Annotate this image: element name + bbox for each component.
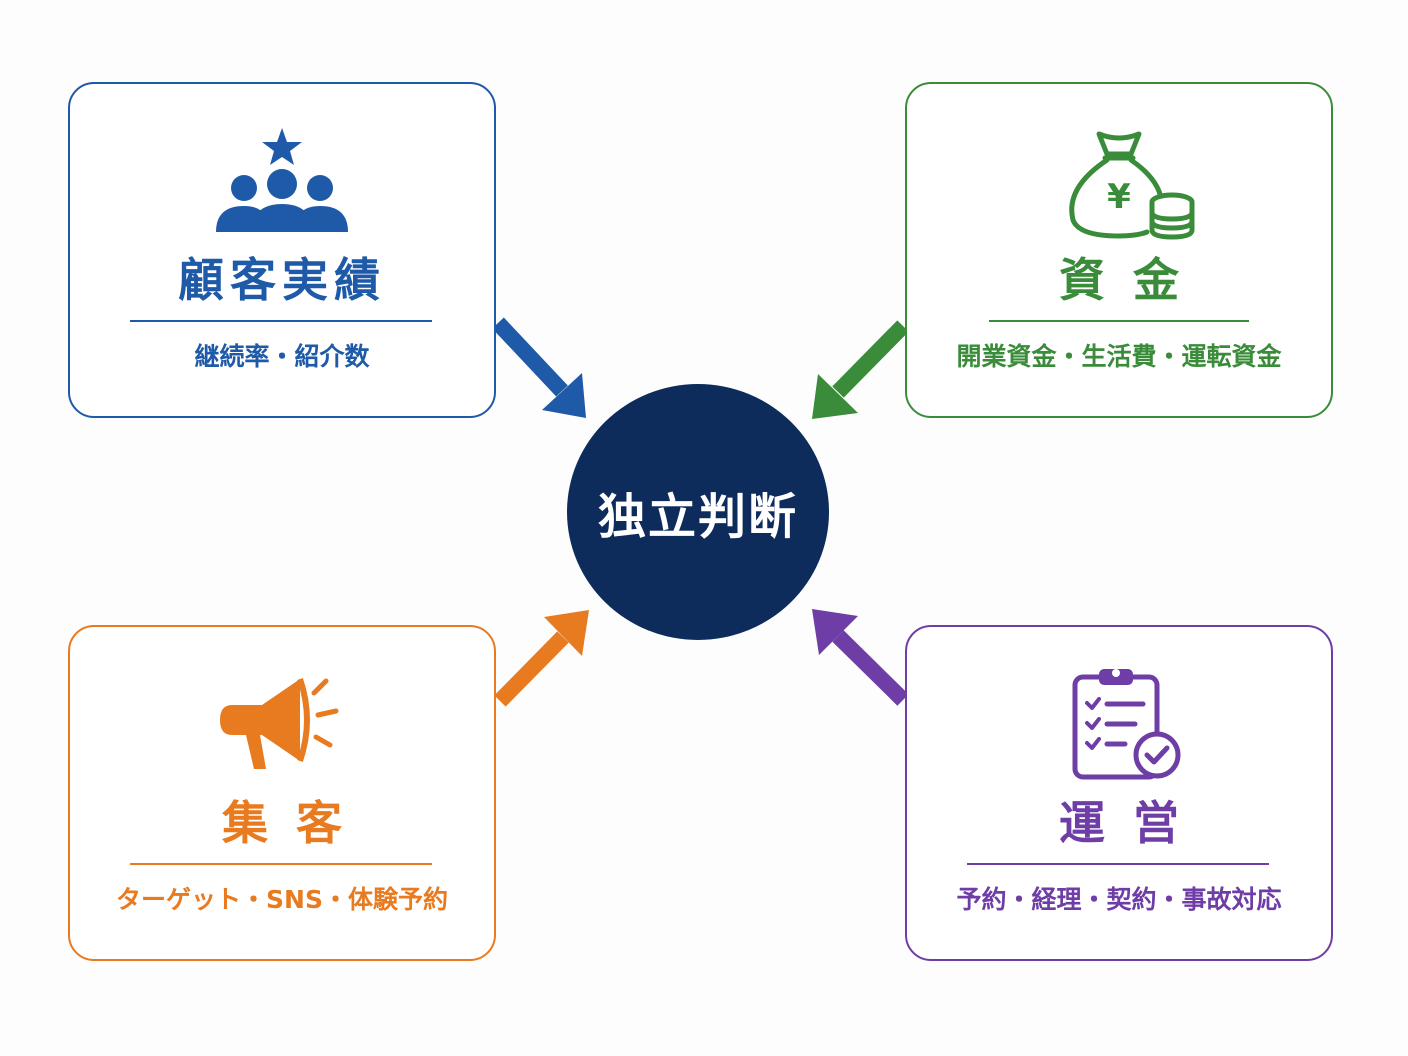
box-subtitle: 開業資金・生活費・運転資金 <box>956 342 1282 371</box>
customers-star-icon <box>216 128 348 232</box>
megaphone-icon <box>220 678 339 769</box>
divider <box>989 320 1249 322</box>
money-bag-yen-icon: ¥ <box>1069 131 1195 240</box>
divider <box>130 320 432 322</box>
box-title: 顧客実績 <box>178 253 386 307</box>
box-subtitle: 予約・経理・契約・事故対応 <box>956 885 1282 914</box>
arrow-marketing <box>494 610 589 707</box>
divider <box>130 863 432 865</box>
arrow-operations <box>812 609 909 706</box>
arrow-funds <box>812 320 909 419</box>
box-title: 集客 <box>222 796 370 850</box>
divider <box>967 863 1269 865</box>
arrow-customers <box>492 317 586 418</box>
box-marketing: 集客 ターゲット・SNS・体験予約 <box>68 625 496 961</box>
box-subtitle: 継続率・紹介数 <box>194 342 370 371</box>
box-subtitle: ターゲット・SNS・体験予約 <box>116 885 448 914</box>
center-circle: 独立判断 <box>567 384 829 640</box>
box-title: 運営 <box>1059 796 1207 850</box>
box-funds: ¥ 資金 開業資金・生活費・運転資金 <box>905 82 1333 418</box>
box-customers: 顧客実績 継続率・紹介数 <box>68 82 496 418</box>
box-title: 資金 <box>1059 253 1207 307</box>
box-operations: 運営 予約・経理・契約・事故対応 <box>905 625 1333 961</box>
clipboard-check-icon <box>1072 669 1181 780</box>
center-label: 独立判断 <box>597 489 798 545</box>
svg-text:¥: ¥ <box>1107 177 1131 217</box>
